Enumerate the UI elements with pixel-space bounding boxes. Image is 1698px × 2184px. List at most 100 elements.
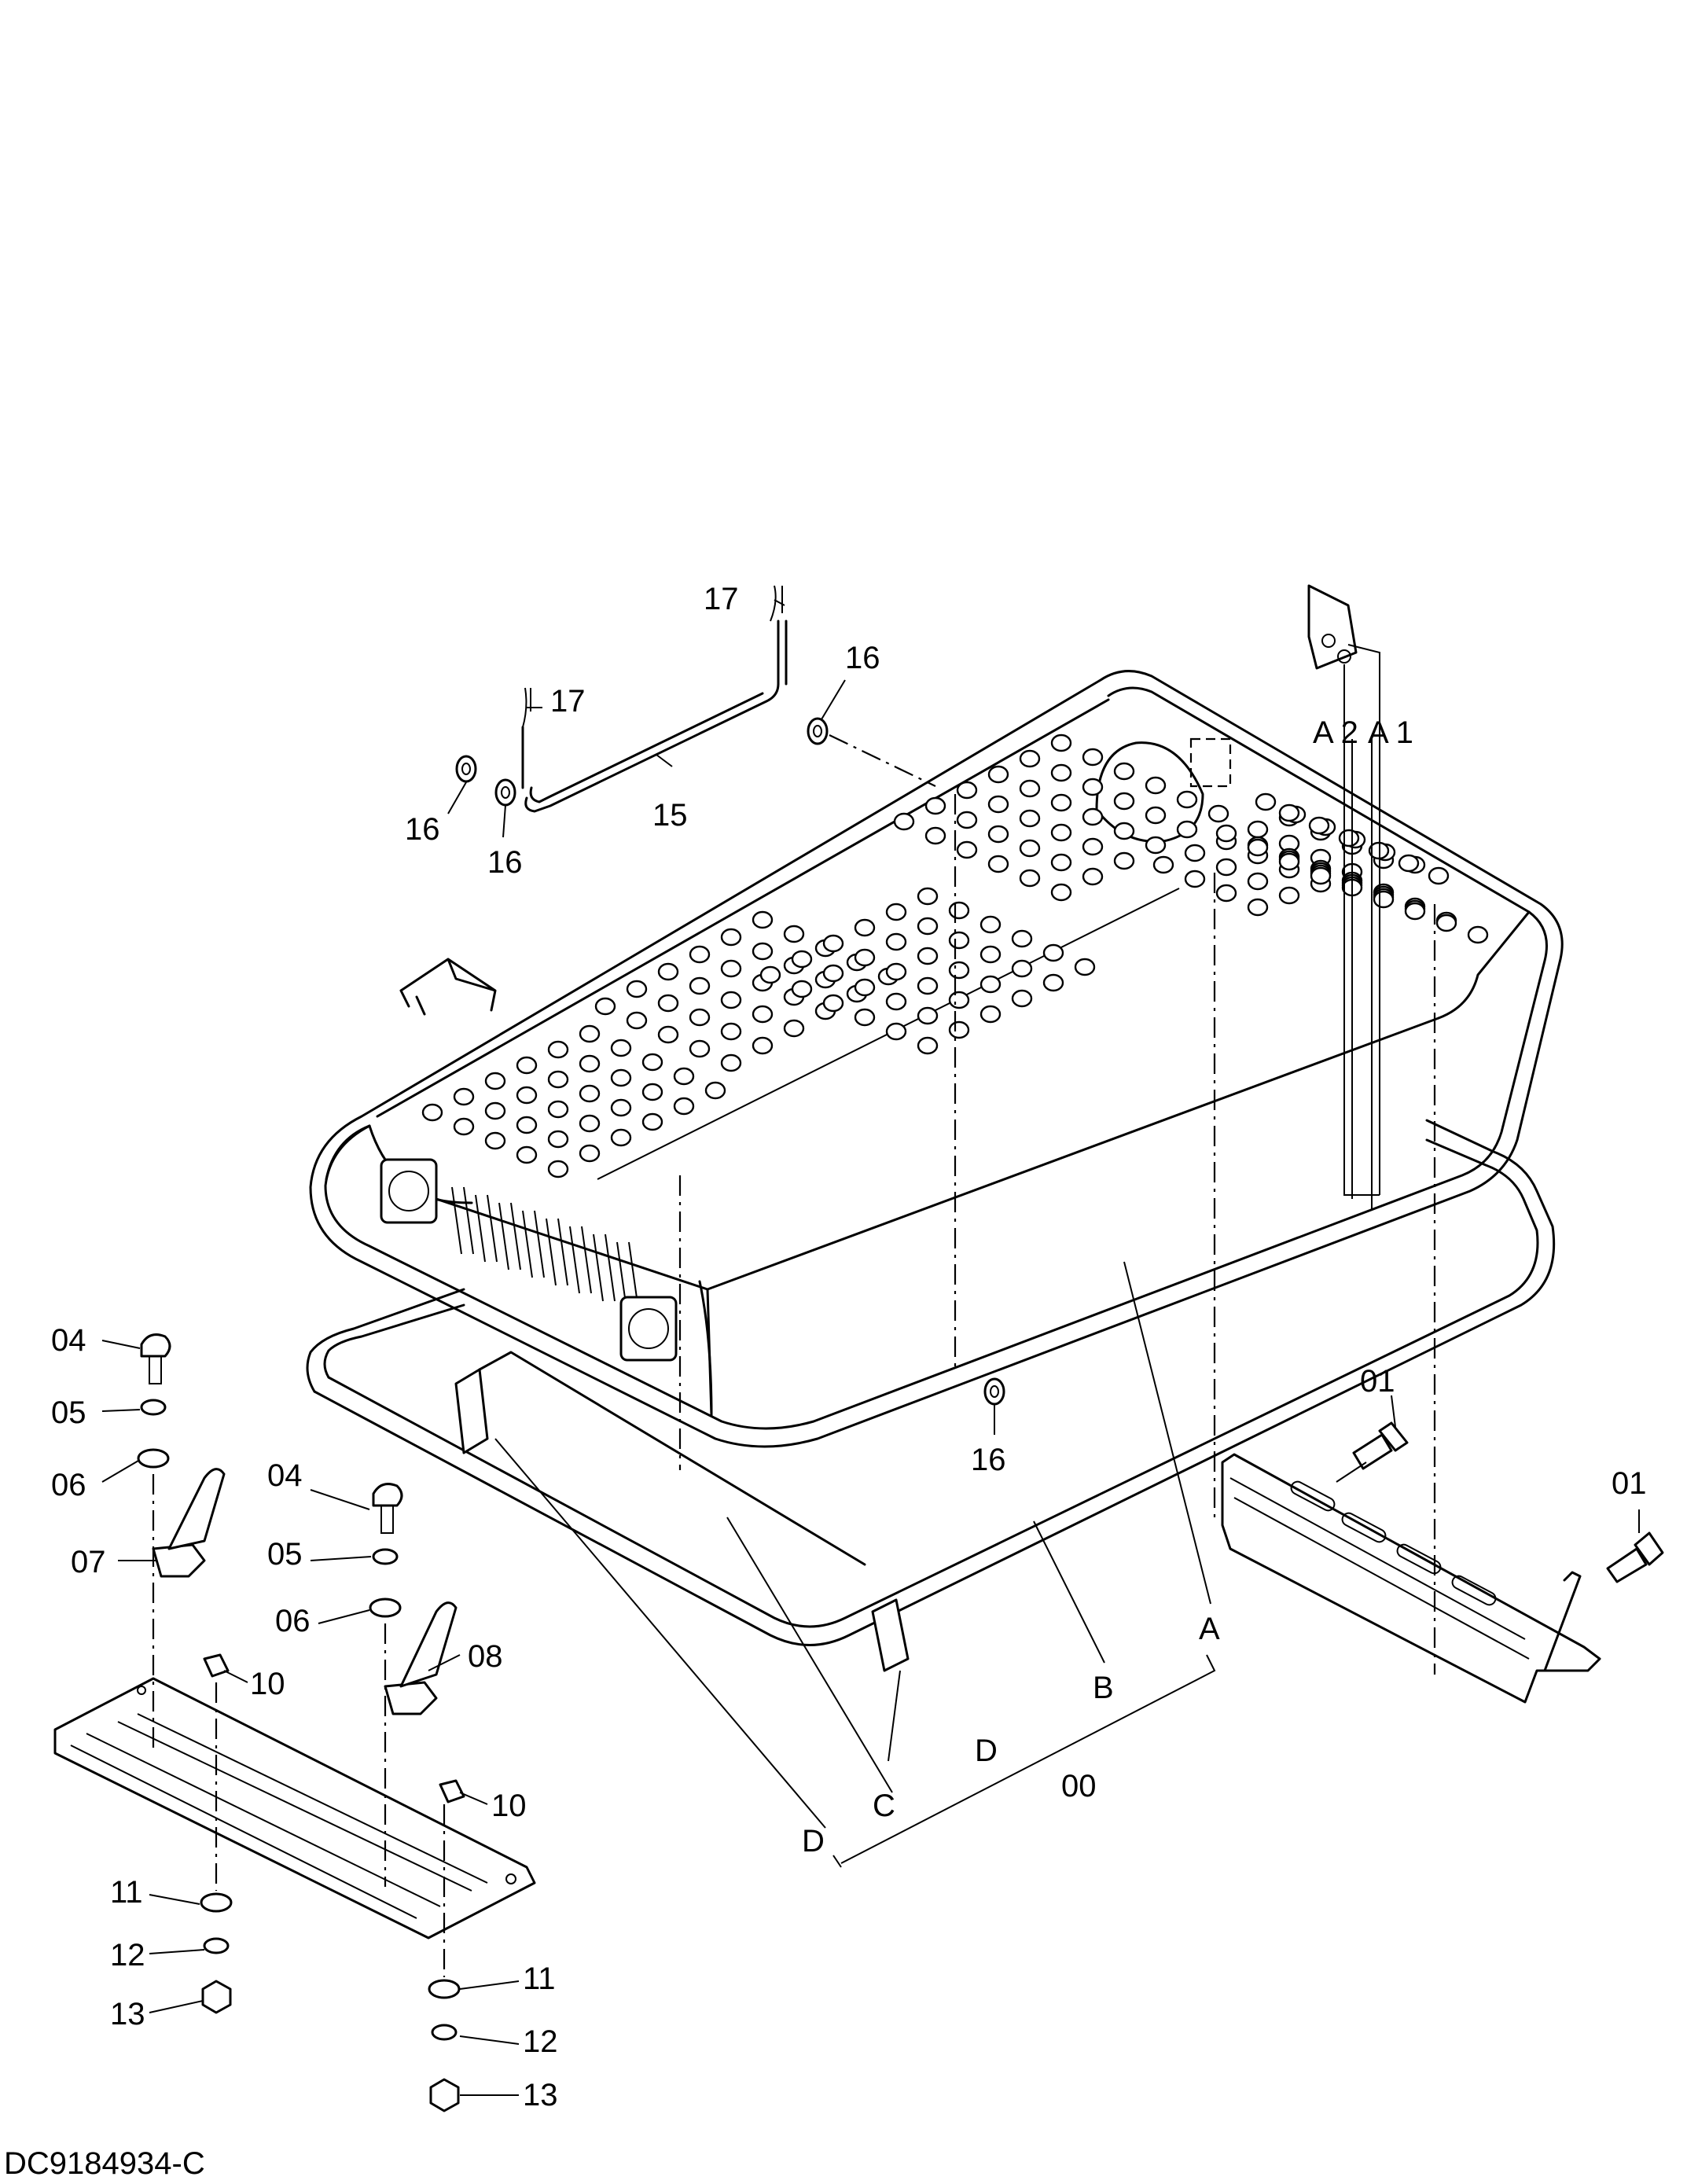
perforation-hole bbox=[547, 1100, 569, 1119]
perforation-hole bbox=[689, 1039, 711, 1058]
fasteners-left bbox=[137, 1333, 465, 2112]
perforation-hole bbox=[610, 1068, 632, 1087]
perforation-hole bbox=[979, 975, 1002, 994]
perforation-hole bbox=[1050, 793, 1072, 812]
perforation-hole bbox=[1011, 959, 1033, 978]
perforation-hole bbox=[1247, 872, 1269, 891]
callout-12-b: 12 bbox=[523, 2024, 558, 2059]
perforation-hole bbox=[689, 1008, 711, 1027]
label-d-left: D bbox=[802, 1824, 825, 1859]
perforation-hole bbox=[1278, 803, 1300, 822]
callout-16-d: 16 bbox=[971, 1443, 1006, 1477]
perforation-hole bbox=[1019, 839, 1041, 858]
perforation-hole bbox=[956, 840, 978, 859]
perforation-hole bbox=[979, 915, 1002, 934]
perforation-hole bbox=[579, 1144, 601, 1163]
seal-frame bbox=[306, 1119, 1556, 1672]
perforation-hole bbox=[1404, 902, 1426, 921]
perforation-hole bbox=[1373, 890, 1395, 909]
support-rod bbox=[521, 585, 788, 813]
callout-06-a: 06 bbox=[51, 1468, 86, 1502]
perforation-hole bbox=[1215, 824, 1237, 843]
perforation-hole bbox=[1011, 929, 1033, 948]
perforation-hole bbox=[626, 1011, 648, 1030]
perforation-hole bbox=[1176, 820, 1198, 839]
perforation-hole bbox=[610, 1098, 632, 1117]
perforation-hole bbox=[1050, 823, 1072, 842]
perforation-hole bbox=[1184, 870, 1206, 888]
perforation-hole bbox=[1435, 914, 1457, 932]
perforation-hole bbox=[885, 932, 907, 951]
perforation-hole bbox=[516, 1116, 538, 1134]
perforation-hole bbox=[547, 1040, 569, 1059]
perforation-hole bbox=[1215, 858, 1237, 877]
perforation-hole bbox=[720, 1022, 742, 1041]
perforation-hole bbox=[1050, 853, 1072, 872]
perforation-hole bbox=[1011, 989, 1033, 1008]
callout-01-b: 01 bbox=[1612, 1466, 1647, 1501]
perforation-hole bbox=[579, 1084, 601, 1103]
perforation-hole bbox=[484, 1072, 506, 1090]
callout-06-b: 06 bbox=[275, 1604, 311, 1638]
washers bbox=[455, 717, 1005, 1406]
perforation-hole bbox=[979, 945, 1002, 964]
latches bbox=[152, 1468, 458, 1715]
perforation-hole bbox=[1207, 804, 1229, 823]
perforation-hole bbox=[979, 1005, 1002, 1024]
perforation-hole bbox=[1113, 851, 1135, 870]
perforation-hole bbox=[987, 855, 1009, 873]
perforation-hole bbox=[987, 765, 1009, 784]
perforation-hole bbox=[484, 1101, 506, 1120]
perforation-hole bbox=[1050, 883, 1072, 902]
callout-05-a: 05 bbox=[51, 1395, 86, 1430]
perforation-hole bbox=[1152, 855, 1174, 874]
perforation-hole bbox=[987, 795, 1009, 814]
perforation-hole bbox=[759, 965, 781, 984]
perforation-hole bbox=[924, 796, 946, 815]
perforation-hole bbox=[783, 925, 805, 943]
callout-10-a: 10 bbox=[250, 1667, 285, 1701]
perforation-hole bbox=[453, 1117, 475, 1136]
callout-labels: 04 05 06 07 04 05 06 08 10 10 11 12 13 1… bbox=[4, 582, 1647, 2181]
perforation-hole bbox=[594, 997, 616, 1016]
callout-16-c: 16 bbox=[487, 845, 523, 880]
perforation-hole bbox=[885, 992, 907, 1011]
label-a: A bbox=[1199, 1612, 1220, 1646]
perforation-hole bbox=[421, 1103, 443, 1122]
perforation-hole bbox=[1082, 807, 1104, 826]
callout-15: 15 bbox=[652, 798, 688, 833]
perforation-hole bbox=[854, 1008, 876, 1027]
perforation-hole bbox=[579, 1054, 601, 1073]
hood-cover bbox=[309, 670, 1564, 1448]
perforation-hole bbox=[1082, 778, 1104, 796]
perforation-hole bbox=[854, 948, 876, 967]
perforation-hole bbox=[1338, 829, 1360, 847]
perforation-hole bbox=[917, 887, 939, 906]
perforation-hole bbox=[1019, 779, 1041, 798]
perforation-hole bbox=[641, 1053, 663, 1072]
label-d-right: D bbox=[975, 1734, 998, 1768]
perforation-hole bbox=[1019, 749, 1041, 768]
perforation-hole bbox=[854, 918, 876, 937]
perforation-hole bbox=[516, 1056, 538, 1075]
perforation-hole bbox=[948, 961, 970, 980]
perforation-hole bbox=[948, 901, 970, 920]
perforation-hole bbox=[1428, 866, 1450, 885]
left-bracket bbox=[53, 1677, 536, 1939]
callout-04-b: 04 bbox=[267, 1458, 303, 1493]
label-c: C bbox=[873, 1789, 895, 1823]
perforation-hole bbox=[547, 1130, 569, 1149]
perforation-hole bbox=[689, 976, 711, 995]
perforation-hole bbox=[704, 1081, 726, 1100]
perforation-hole bbox=[917, 1006, 939, 1025]
perforation-hole bbox=[1215, 884, 1237, 903]
perforation-hole bbox=[885, 903, 907, 921]
perforation-hole bbox=[1113, 792, 1135, 811]
perforation-hole bbox=[673, 1097, 695, 1116]
perforation-hole bbox=[924, 826, 946, 845]
perforation-hole bbox=[673, 1067, 695, 1086]
callout-13-a: 13 bbox=[110, 1997, 145, 2031]
callout-17-a: 17 bbox=[704, 582, 739, 616]
callout-07: 07 bbox=[71, 1545, 106, 1579]
perforation-hole bbox=[885, 1022, 907, 1041]
